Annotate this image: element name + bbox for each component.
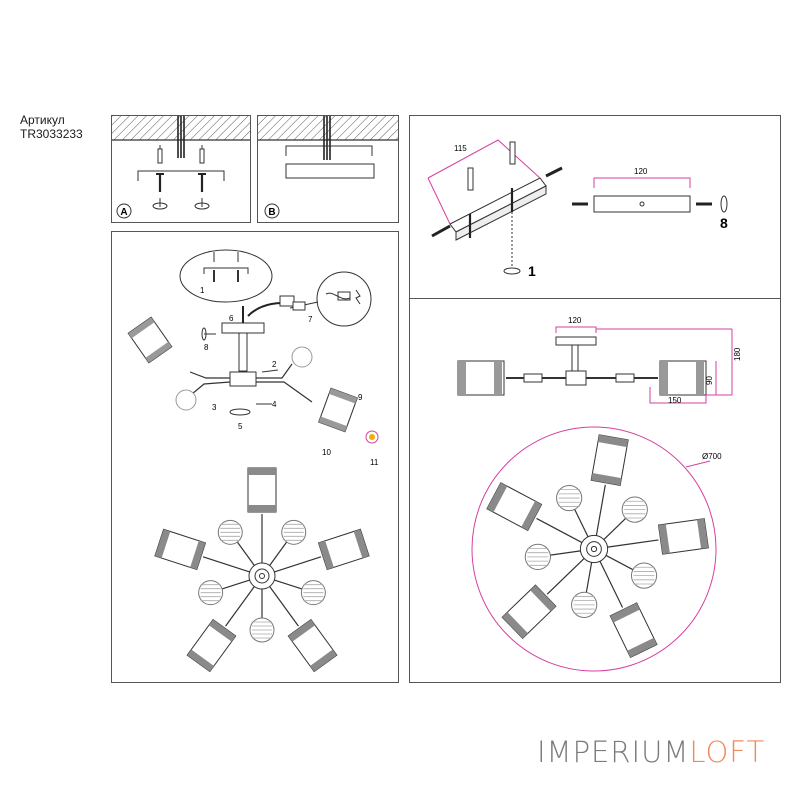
part-label: 11 — [370, 458, 379, 467]
hub — [565, 370, 587, 386]
dimension-label: 115 — [454, 144, 467, 153]
step-number: 1 — [528, 263, 536, 279]
dowel — [509, 141, 516, 165]
part-label: 1 — [200, 286, 205, 295]
shade — [318, 387, 358, 433]
badge-circle — [116, 203, 132, 219]
diameter-circle — [471, 426, 717, 672]
canopy-plate — [285, 163, 375, 179]
chandelier-top-view — [154, 467, 370, 673]
mounting-panel: 115 1 120 8 — [409, 115, 781, 299]
diameter-label: Ø700 — [702, 452, 722, 461]
shade — [486, 482, 543, 532]
wire-bundle — [323, 116, 331, 160]
dimension-label: 90 — [705, 376, 714, 385]
shade — [659, 360, 707, 396]
rotate-icon — [503, 267, 521, 275]
shade — [590, 434, 629, 486]
dowel-right — [199, 145, 205, 164]
part-label: 8 — [204, 343, 209, 352]
shade — [154, 528, 207, 571]
part-label: 7 — [308, 315, 313, 324]
step-number: 8 — [720, 215, 728, 231]
shade — [186, 618, 237, 673]
dimension-label: 120 — [568, 316, 582, 325]
shade — [657, 518, 709, 555]
rotate-icon — [194, 198, 210, 210]
shade — [501, 584, 557, 640]
article-label: Артикул TR3033233 — [20, 113, 83, 141]
brand-part1: IMPERIUM — [537, 735, 690, 769]
panel-b-drawing: B — [258, 116, 398, 219]
dimension-label: 120 — [634, 167, 648, 176]
screw-right — [198, 173, 206, 192]
detail-bubble — [179, 249, 273, 303]
hub — [229, 371, 257, 387]
dimension-label: 150 — [668, 396, 682, 405]
shade — [287, 618, 338, 673]
shade — [127, 316, 173, 364]
rotate-icon — [720, 195, 728, 213]
canopy — [221, 322, 265, 334]
panel-b-badge: B — [268, 207, 275, 218]
mounting-drawing: 115 1 120 8 — [427, 139, 728, 279]
shade — [317, 528, 370, 571]
panel-a: A — [111, 115, 251, 223]
part-label: 10 — [322, 448, 331, 457]
wire-bundle — [177, 116, 185, 158]
part-label: 4 — [272, 400, 277, 409]
badge-circle — [264, 203, 280, 219]
article-code: TR3033233 — [20, 127, 83, 141]
part-label: 9 — [358, 393, 363, 402]
dowel — [467, 167, 474, 191]
glass-globe — [291, 346, 313, 368]
part-label: 6 — [229, 314, 234, 323]
dimensions-drawing: 120 180 90 150 Ø700 — [457, 316, 742, 672]
panel-a-badge: A — [120, 207, 127, 218]
part-label: 2 — [272, 360, 277, 369]
dimension-label: 180 — [733, 347, 742, 361]
dimensions-panel: 120 180 90 150 Ø700 — [409, 298, 781, 683]
shade — [457, 360, 505, 396]
assembly-drawing: 1 — [127, 249, 379, 673]
stem — [571, 344, 579, 372]
panel-a-drawing: A — [112, 116, 250, 219]
rotate-icon — [152, 198, 168, 210]
assembly-panel: 1 — [111, 231, 399, 683]
canopy — [555, 336, 597, 346]
brand-logo: IMPERIUMLOFT — [537, 735, 765, 769]
panel-b: B — [257, 115, 399, 223]
brand-part2: LOFT — [689, 735, 766, 769]
mounting-bar — [593, 195, 691, 213]
shade — [609, 602, 658, 659]
part-label: 5 — [238, 422, 243, 431]
dowel-left — [157, 145, 163, 164]
chandelier-top-view — [486, 434, 709, 659]
screw-left — [156, 173, 164, 192]
glass-globe — [175, 389, 197, 411]
stem — [238, 332, 248, 372]
part-label: 3 — [212, 403, 217, 412]
shade — [247, 467, 277, 513]
mounting-bracket — [449, 177, 547, 233]
article-title: Артикул — [20, 113, 65, 127]
